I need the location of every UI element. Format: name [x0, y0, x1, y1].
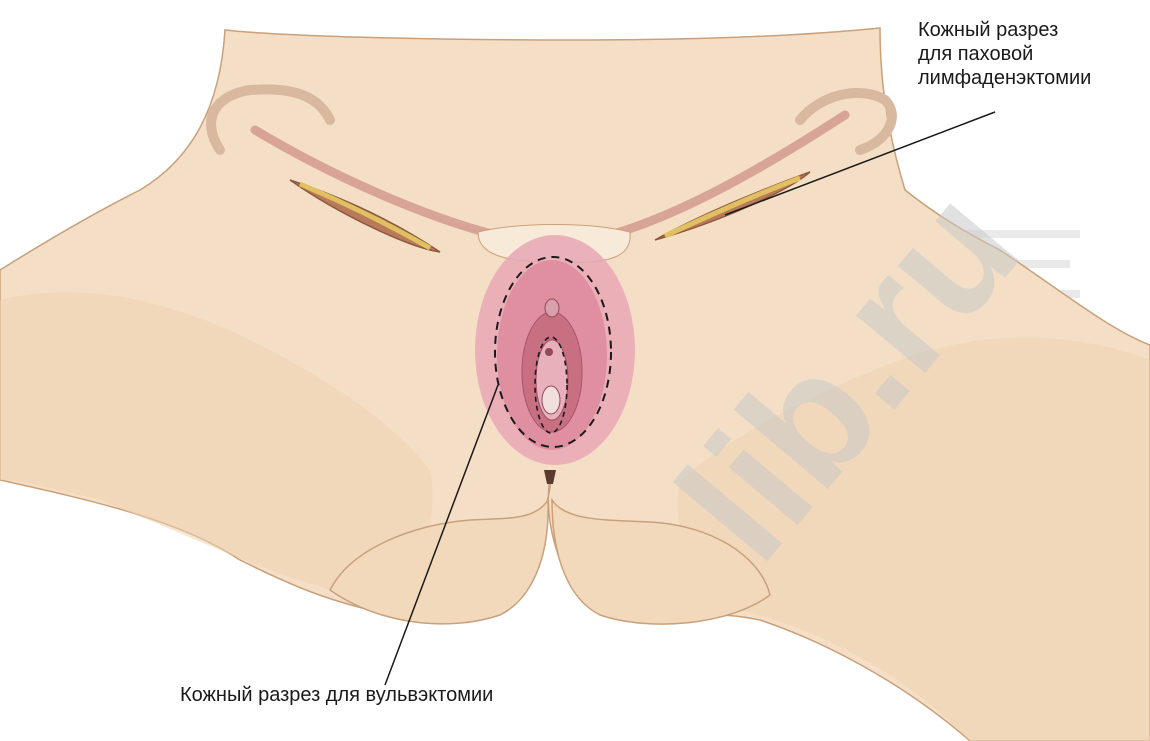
- label-vulvectomy-incision: Кожный разрез для вульвэктомии: [180, 683, 600, 707]
- clitoris: [545, 299, 559, 317]
- urethral-opening: [545, 348, 553, 356]
- vaginal-opening: [542, 386, 560, 414]
- label-inguinal-incision: Кожный разрез для паховой лимфаденэктоми…: [918, 18, 1148, 90]
